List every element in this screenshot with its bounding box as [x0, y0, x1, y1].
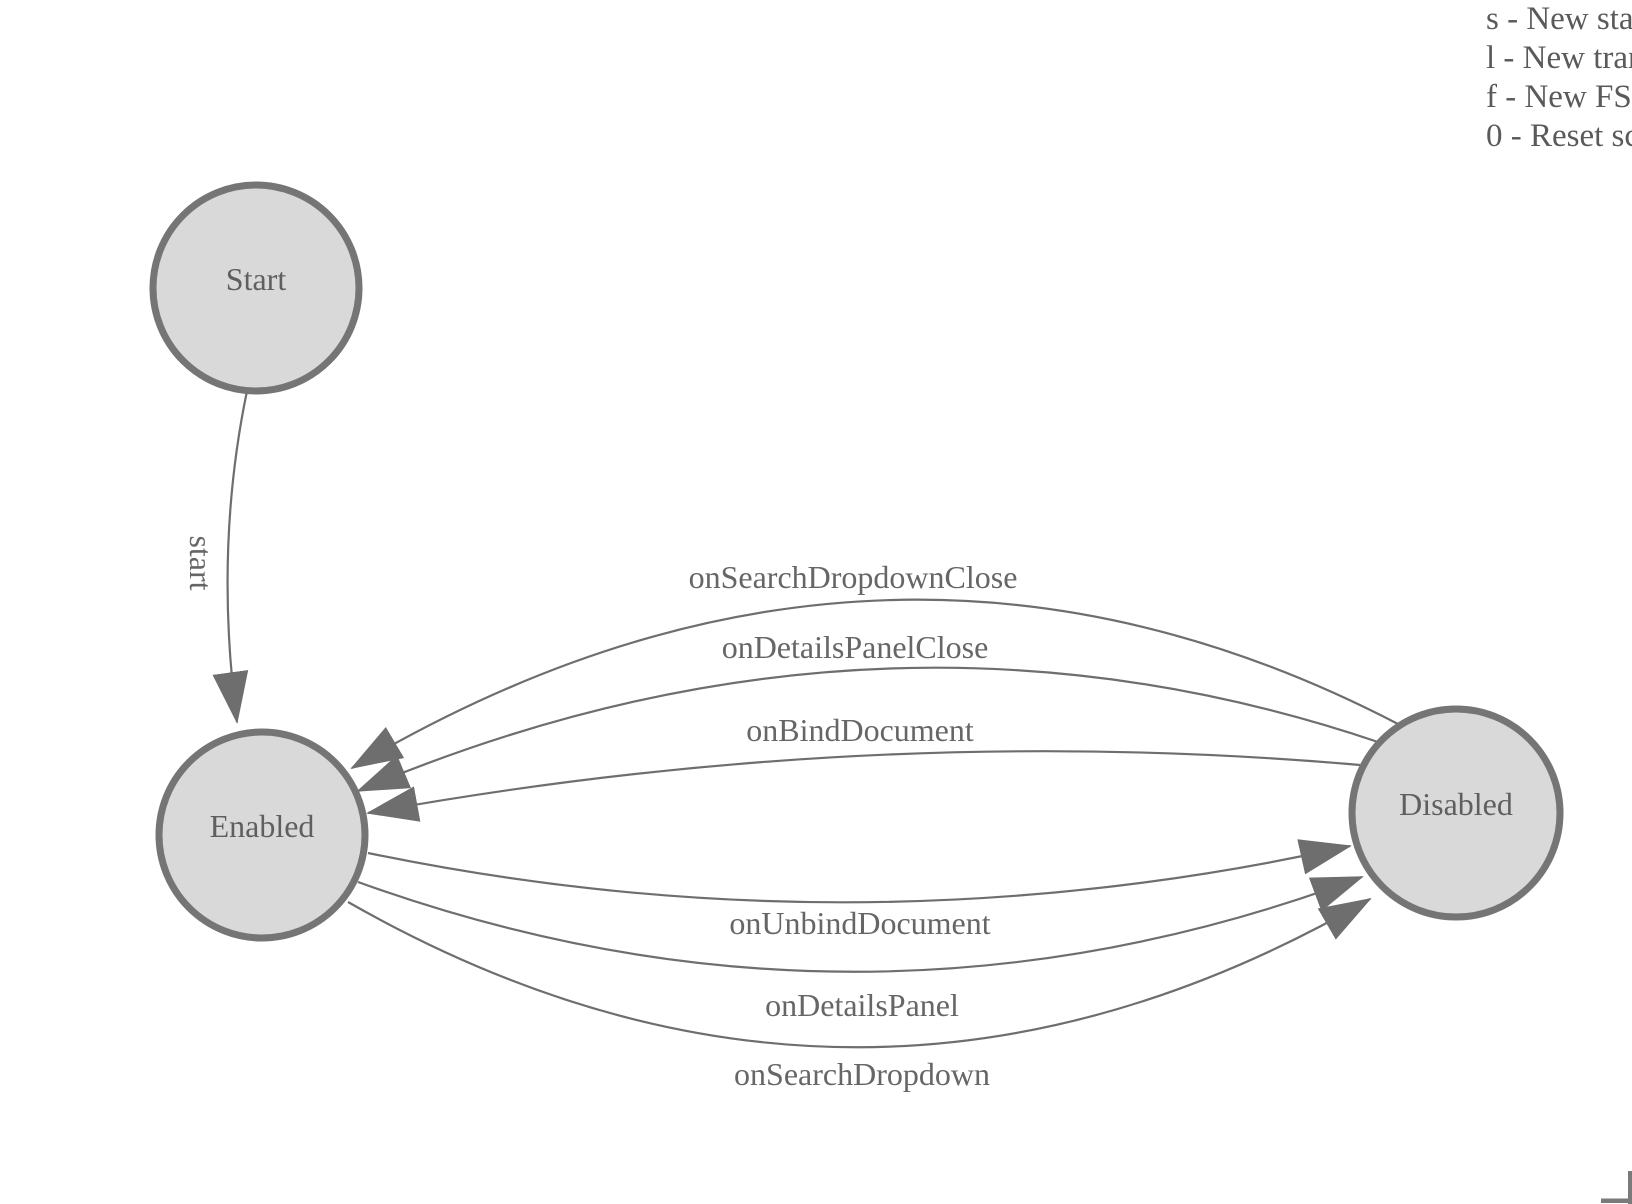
- edge-onUnbindDocument[interactable]: [367, 839, 1352, 904]
- edge-label-onUnbindDocument: onUnbindDocument: [729, 905, 991, 941]
- edge-label-onBindDocument: onBindDocument: [746, 712, 974, 748]
- edge-onDetailsPanel[interactable]: [357, 875, 1364, 973]
- state-label-enabled: Enabled: [209, 808, 315, 844]
- shortcut-legend: s - New state l - New transition f - New…: [1486, 0, 1632, 156]
- legend-item-reset-scale: 0 - Reset scale: [1486, 118, 1632, 154]
- edge-onSearchDropdownClose[interactable]: [350, 598, 1399, 770]
- edge-onSearchDropdown[interactable]: [347, 897, 1372, 1049]
- edge-start[interactable]: [212, 390, 249, 724]
- state-label-start: Start: [225, 261, 287, 297]
- legend-item-new-fsm: f - New FSM: [1486, 79, 1632, 115]
- state-node-start[interactable]: [149, 181, 363, 395]
- edge-onBindDocument[interactable]: [366, 750, 1361, 822]
- state-label-disabled: Disabled: [1399, 786, 1513, 822]
- state-node-enabled[interactable]: [155, 728, 369, 942]
- state-node-disabled[interactable]: [1348, 705, 1564, 921]
- legend-item-new-transition: l - New transition: [1486, 40, 1632, 76]
- edge-onDetailsPanelClose[interactable]: [356, 666, 1379, 793]
- edge-label-onDetailsPanel: onDetailsPanel: [765, 987, 959, 1023]
- edge-label-onSearchDropdown: onSearchDropdown: [734, 1056, 990, 1092]
- edge-label-start: start: [183, 535, 219, 591]
- edge-label-onDetailsPanelClose: onDetailsPanelClose: [721, 629, 989, 665]
- legend-item-new-state: s - New state: [1486, 1, 1632, 37]
- canvas-corner-marker: [1601, 1171, 1632, 1204]
- edge-label-onSearchDropdownClose: onSearchDropdownClose: [688, 559, 1018, 595]
